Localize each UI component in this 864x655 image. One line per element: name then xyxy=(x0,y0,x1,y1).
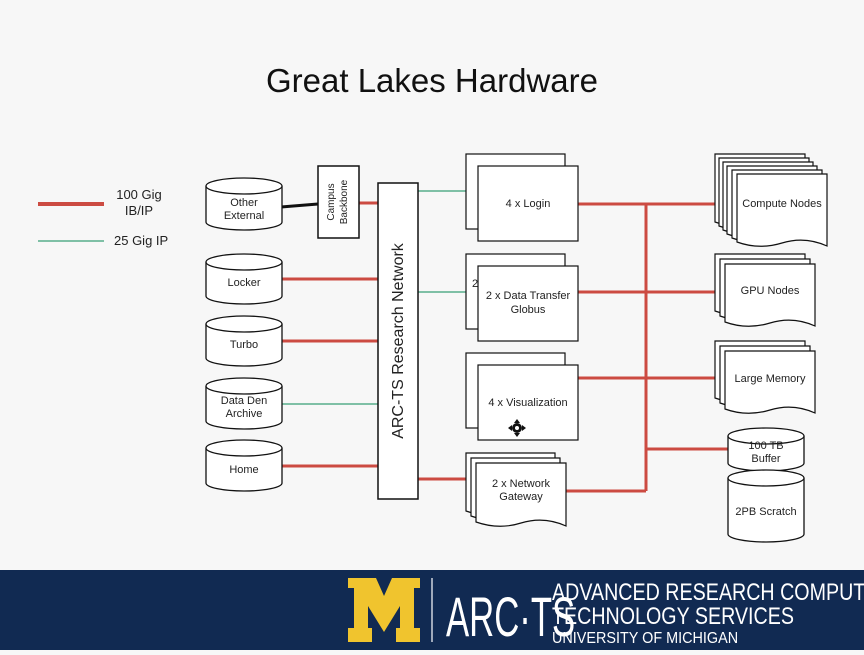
research-network: ARC-TS Research Network xyxy=(377,182,419,500)
dtn-label-line1: 2 x Data Transfer xyxy=(486,290,571,302)
service-data-transfer: 2 2 x Data Transfer Globus xyxy=(465,253,579,342)
legend-ib-label-line1: 100 Gig xyxy=(116,187,162,202)
data-den-label-line2: Archive xyxy=(226,408,263,420)
storage-other-external: Other External xyxy=(205,177,283,231)
legend-ib-label-line2: IB/IP xyxy=(125,203,153,218)
service-login: 4 x Login xyxy=(465,153,579,242)
large-memory-label: Large Memory xyxy=(735,373,806,385)
connections xyxy=(280,190,728,493)
slide: Great Lakes Hardware 100 Gig IB/IP 25 Gi… xyxy=(38,62,828,543)
data-den-label-line1: Data Den xyxy=(221,395,267,407)
footer-line3: UNIVERSITY OF MICHIGAN xyxy=(552,629,738,647)
arcts-wordmark: ARC·TS xyxy=(446,586,575,649)
other-external-label-line1: Other xyxy=(230,197,258,209)
gateway-label-line1: 2 x Network xyxy=(492,478,551,490)
dtn-label-line2: Globus xyxy=(511,304,546,316)
other-external-label-line2: External xyxy=(224,210,264,222)
block-m-logo xyxy=(348,578,420,642)
network-label: ARC-TS Research Network xyxy=(390,242,407,439)
node-compute: Compute Nodes xyxy=(714,153,828,247)
viz-label: 4 x Visualization xyxy=(488,397,567,409)
locker-label: Locker xyxy=(227,277,260,289)
legend: 100 Gig IB/IP 25 Gig IP xyxy=(38,187,168,248)
storage-data-den: Data Den Archive xyxy=(205,377,283,430)
buffer-label-line2: Buffer xyxy=(751,453,780,465)
buffer-label-line1: 100 TB xyxy=(748,440,783,452)
storage-scratch: 2PB Scratch xyxy=(727,469,805,543)
storage-locker: Locker xyxy=(205,253,283,305)
storage-buffer: 100 TB Buffer xyxy=(727,427,805,472)
node-large-memory: Large Memory xyxy=(714,340,816,414)
storage-home: Home xyxy=(205,439,283,492)
link-external-backbone xyxy=(280,202,319,209)
move-cursor-icon xyxy=(508,419,526,437)
backbone-label-line2: Backbone xyxy=(339,179,350,224)
login-label: 4 x Login xyxy=(506,198,551,210)
campus-backbone: Campus Backbone xyxy=(317,165,360,239)
scratch-label: 2PB Scratch xyxy=(735,506,796,518)
slide-title: Great Lakes Hardware xyxy=(266,62,598,99)
dtn-back-label: 2 xyxy=(472,278,478,290)
home-label: Home xyxy=(229,464,258,476)
service-network-gateway: 2 x Network Gateway xyxy=(465,452,567,527)
gpu-label: GPU Nodes xyxy=(741,285,800,297)
service-visualization: 4 x Visualization xyxy=(465,352,579,441)
backbone-label-line1: Campus xyxy=(326,183,337,220)
footer-banner: ARC·TS ADVANCED RESEARCH COMPUTING TECHN… xyxy=(0,570,864,650)
node-gpu: GPU Nodes xyxy=(714,253,816,327)
legend-ip-label: 25 Gig IP xyxy=(114,233,168,248)
compute-label: Compute Nodes xyxy=(742,198,822,210)
turbo-label: Turbo xyxy=(230,339,258,351)
storage-turbo: Turbo xyxy=(205,315,283,367)
footer-logo: ARC·TS ADVANCED RESEARCH COMPUTING TECHN… xyxy=(348,578,864,649)
footer-line1: ADVANCED RESEARCH COMPUTING xyxy=(552,578,864,605)
footer-line2: TECHNOLOGY SERVICES xyxy=(552,602,794,629)
gateway-label-line2: Gateway xyxy=(499,491,543,503)
hardware-diagram: Great Lakes Hardware 100 Gig IB/IP 25 Gi… xyxy=(38,62,828,543)
